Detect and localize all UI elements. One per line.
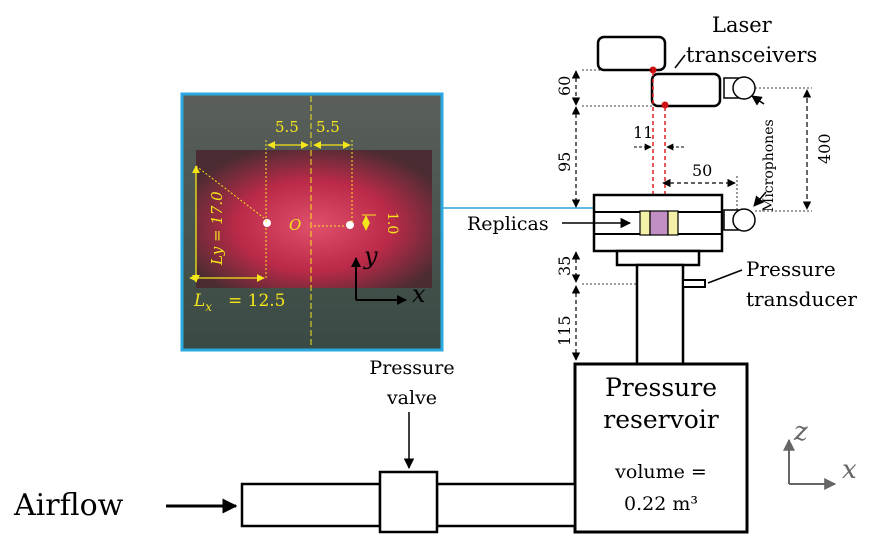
pressure-valve-line2: valve — [386, 387, 437, 409]
lx-value: = 12.5 — [228, 291, 286, 311]
corner-x-label: x — [842, 455, 857, 485]
microphone-top — [732, 76, 756, 100]
pressure-transducer-line1: Pressure — [746, 257, 836, 281]
lx-label: Lx — [193, 291, 212, 314]
volume-line1: volume = — [614, 461, 707, 483]
dim-115-label: 115 — [555, 315, 574, 346]
dim-11-label: 11 — [633, 123, 653, 142]
corner-z-label: z — [793, 417, 808, 447]
ly-label: Ly = 17.0 — [208, 191, 226, 266]
corner-axes: x z — [783, 417, 857, 490]
pressure-valve — [378, 470, 439, 534]
pressure-transducer — [682, 279, 706, 288]
photo-x-label: x — [412, 280, 426, 308]
microphone-bottom — [732, 208, 756, 232]
origin-label: O — [289, 216, 301, 234]
right-replica-spot — [346, 221, 354, 229]
laser-transceiver-top — [596, 35, 667, 72]
replica-fill — [649, 210, 669, 236]
left-replica-spot — [263, 219, 271, 227]
dim-400-label: 400 — [815, 133, 834, 164]
photo-border — [180, 92, 444, 352]
reservoir-line1: Pressure — [605, 373, 717, 402]
dim-95-label: 95 — [555, 152, 574, 172]
volume-line2: 0.22 m³ — [624, 493, 698, 515]
dim-small-label: 1.0 — [384, 212, 400, 234]
laser-label-line1: Laser — [712, 13, 773, 37]
pressure-reservoir: Pressure reservoir volume = 0.22 m³ — [573, 362, 749, 534]
pressure-valve-line1: Pressure — [369, 357, 454, 379]
laser-dot-top — [649, 66, 657, 74]
dim-left-label: 5.5 — [275, 118, 299, 136]
dim-right-label: 5.5 — [316, 118, 340, 136]
reservoir-line2: reservoir — [603, 405, 718, 434]
replicas-label: Replicas — [467, 213, 549, 235]
photo-inset: 5.5 5.5 O 1.0 Ly = 17.0 Lx = 12.5 x y — [180, 92, 444, 352]
laser-label-line2: transceivers — [686, 43, 817, 67]
vertical-dimensions: 60 95 35 115 11 50 — [555, 69, 738, 361]
test-section: Replicas — [467, 193, 724, 253]
inlet-pipe: Pressure valve Airflow — [13, 357, 577, 534]
laser-transceiver-bottom — [650, 72, 722, 108]
microphones: Microphones 400 — [723, 76, 834, 232]
dim-35-label: 35 — [555, 256, 574, 276]
pressure-transducer-line2: transducer — [746, 287, 857, 311]
photo-y-label: y — [363, 242, 378, 270]
dim-50-label: 50 — [692, 161, 712, 180]
laser-transceivers: Laser transceivers — [596, 13, 817, 212]
vertical-pipe: Pressure transducer — [615, 249, 857, 366]
laser-dot-bottom — [661, 101, 669, 109]
airflow-label: Airflow — [13, 488, 124, 523]
microphones-label: Microphones — [761, 119, 777, 212]
dim-60-label: 60 — [555, 76, 574, 96]
